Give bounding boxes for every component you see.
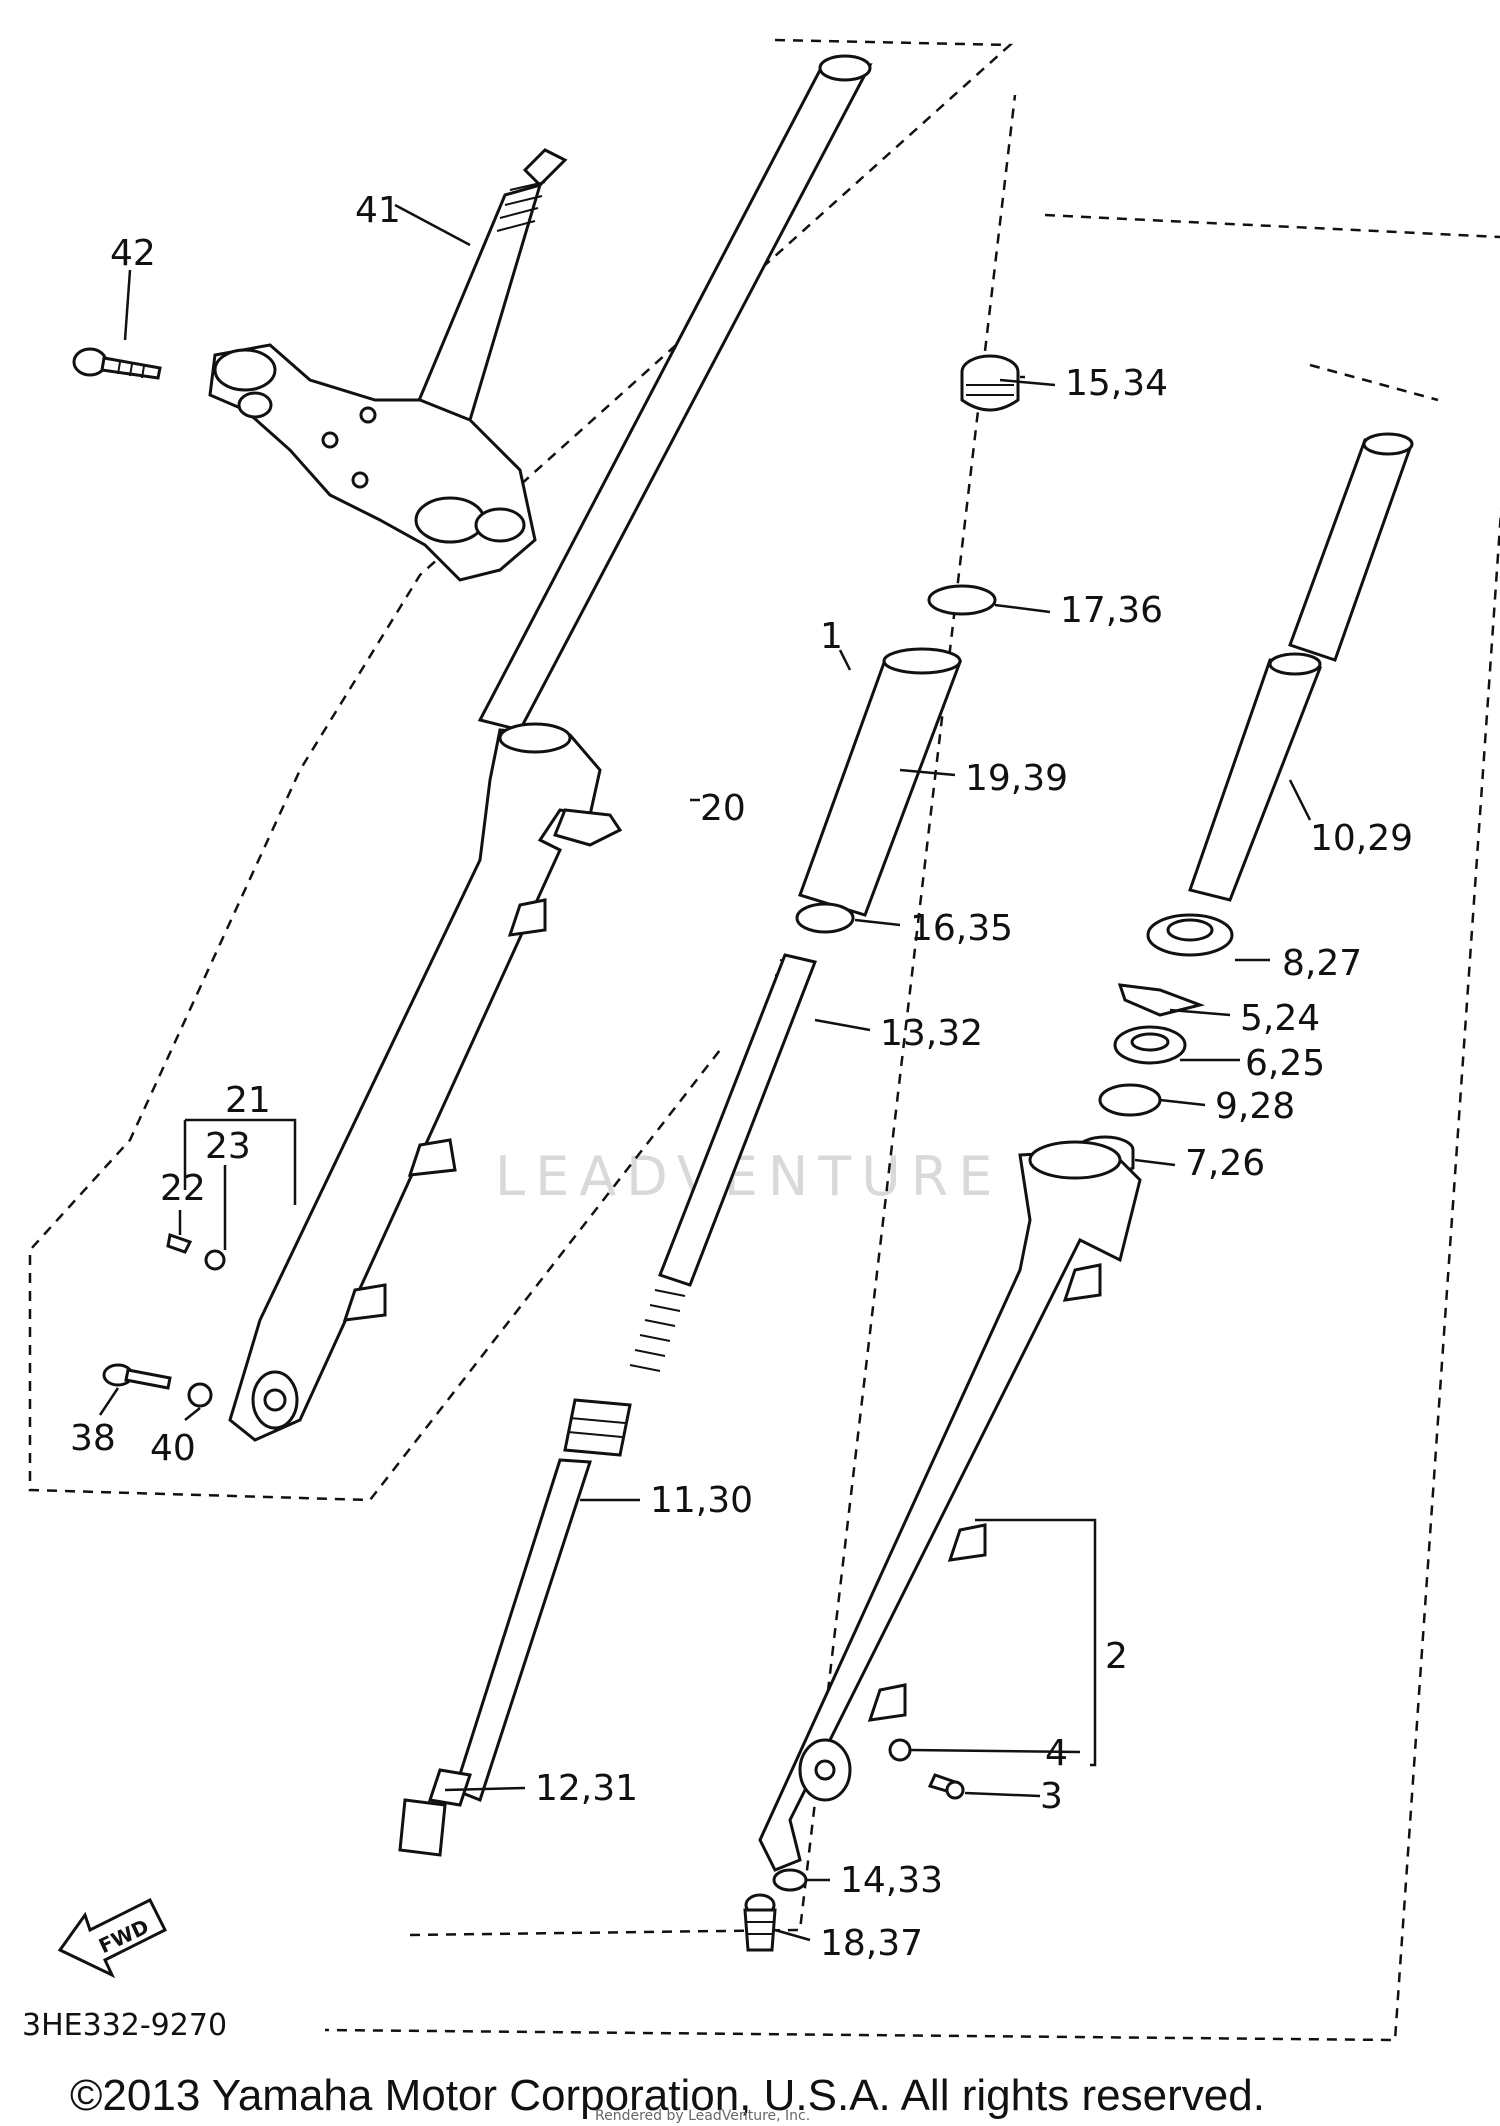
- callout-8-27: 8,27: [1282, 943, 1362, 984]
- fork-assembly-outline-left: [28, 38, 1014, 1502]
- watermark-text: LEADVENTURE: [495, 1145, 1002, 1208]
- fork-assembly-outline-right: [324, 213, 1500, 2042]
- callout-14-33: 14,33: [840, 1860, 943, 1901]
- callout-41: 41: [355, 190, 401, 231]
- callout-40: 40: [150, 1428, 196, 1469]
- callout-22: 22: [160, 1168, 206, 1209]
- damper-rod: [428, 1398, 632, 1807]
- washer-40: [187, 1382, 213, 1408]
- callout-18-37: 18,37: [820, 1923, 923, 1964]
- callout-16-35: 16,35: [910, 908, 1013, 949]
- callout-20: 20: [700, 788, 746, 829]
- fork-cap-bolt: [960, 354, 1020, 412]
- callout-13-32: 13,32: [880, 1013, 983, 1054]
- right-inner-tube: [1188, 652, 1323, 902]
- left-fasteners: [102, 1233, 226, 1408]
- callout-10-29: 10,29: [1310, 818, 1413, 859]
- callout-21: 21: [225, 1080, 271, 1121]
- leader-lines: [98, 203, 1312, 1942]
- oil-seal: [1146, 913, 1234, 957]
- oil-seal-washer: [1098, 1083, 1162, 1117]
- oil-lock-piece: [398, 1798, 447, 1857]
- callout-17-36: 17,36: [1060, 590, 1163, 631]
- callout-42: 42: [110, 233, 156, 274]
- dust-seal: [1113, 1025, 1187, 1065]
- callout-6-25: 6,25: [1245, 1043, 1325, 1084]
- copyright-notice: ©2013 Yamaha Motor Corporation, U.S.A. A…: [70, 2071, 1265, 2120]
- rendered-by-note: Rendered by LeadVenture, Inc.: [595, 2108, 810, 2124]
- outer-tube-group-outline: [1309, 363, 1439, 402]
- right-inner-tube-top: [1288, 432, 1414, 662]
- bolt-22: [166, 1233, 193, 1254]
- callout-3: 3: [1040, 1776, 1063, 1817]
- washer-23: [204, 1249, 226, 1271]
- fork-spring: [629, 953, 818, 1372]
- o-ring: [927, 584, 997, 616]
- bolt-18: [743, 1893, 777, 1952]
- forward-direction-arrow: FWD: [57, 1897, 168, 1979]
- callout-15-34: 15,34: [1065, 363, 1168, 404]
- diagram-part-code: 3HE332-9270: [22, 2008, 227, 2043]
- callout-23: 23: [205, 1126, 251, 1167]
- spacer-tube: [798, 647, 963, 917]
- bolt-42: [72, 347, 162, 380]
- callout-7-26: 7,26: [1185, 1143, 1265, 1184]
- callout-12-31: 12,31: [535, 1768, 638, 1809]
- drain-washer-4: [888, 1738, 912, 1762]
- callout-2: 2: [1105, 1636, 1128, 1677]
- callout-1: 1: [820, 616, 843, 657]
- callout-4: 4: [1045, 1733, 1068, 1774]
- left-fork-leg: [228, 54, 873, 1442]
- right-outer-tube: [758, 1140, 1142, 1872]
- callout-11-30: 11,30: [650, 1480, 753, 1521]
- drain-bolt-3: [927, 1773, 965, 1800]
- spring-seat: [795, 902, 855, 934]
- copper-washer-14: [772, 1868, 808, 1892]
- callout-38: 38: [70, 1418, 116, 1459]
- callout-19-39: 19,39: [965, 758, 1068, 799]
- callout-9-28: 9,28: [1215, 1086, 1295, 1127]
- under-bracket: [208, 148, 568, 582]
- callout-5-24: 5,24: [1240, 998, 1320, 1039]
- callout-labels: 41 42 20 21 22 23 38 40 1 15,34 17,36 19…: [70, 190, 1413, 1964]
